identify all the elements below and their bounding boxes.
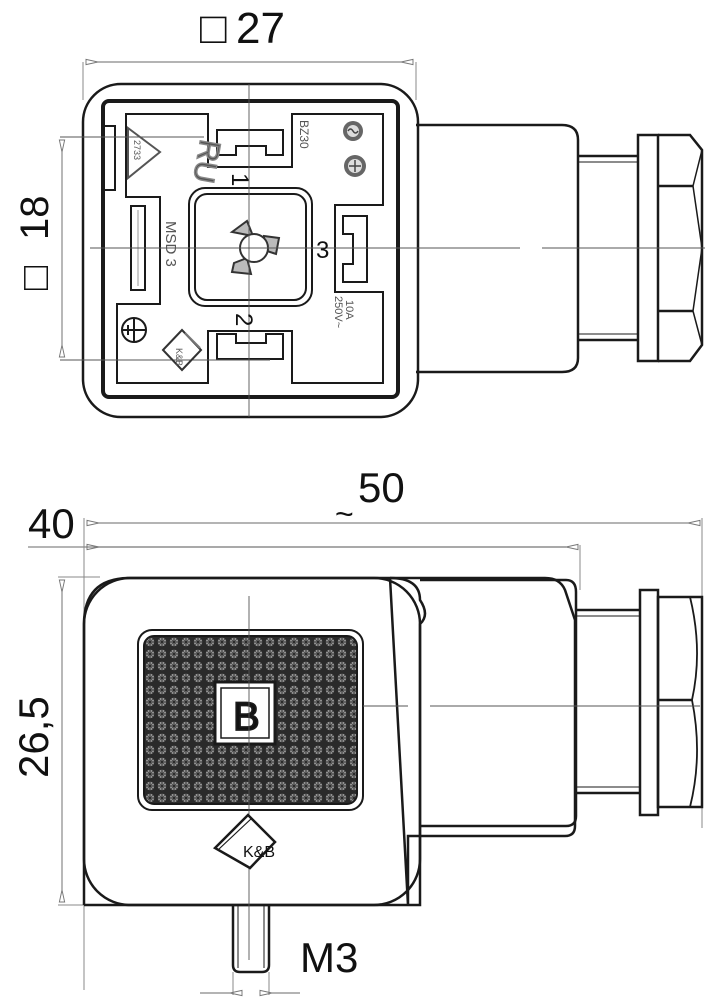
centerlines-side	[248, 596, 700, 960]
svg-text:K&B: K&B	[174, 348, 184, 366]
dimension-screw-m3: M3	[200, 934, 358, 995]
approval-seal-2-icon	[344, 155, 366, 177]
screw-head-icon	[229, 219, 281, 276]
dimension-value-50: 50	[358, 464, 405, 511]
model-marking: MSD 3	[162, 221, 179, 267]
cable-gland-side	[576, 588, 704, 817]
code-marking: BZ30	[297, 120, 311, 149]
screw-m3	[231, 905, 271, 974]
pin-number-3: 3	[316, 237, 329, 264]
current-rating: 10A	[343, 300, 355, 320]
approval-seal-icon	[343, 121, 363, 141]
housing-outer-top	[81, 82, 420, 419]
dimension-value-27: 27	[236, 4, 285, 53]
latch-tab	[103, 125, 116, 191]
contact-slot-3	[342, 215, 368, 283]
square-symbol-27: □	[200, 4, 227, 53]
side-view: ~ 50 40 26,5	[10, 464, 704, 995]
housing-body-side	[82, 576, 422, 907]
dimension-length-40: 40	[28, 500, 581, 590]
dimension-length-50: ~ 50	[83, 464, 703, 990]
svg-text:2733: 2733	[132, 140, 142, 160]
pin-number-2: 2	[230, 313, 257, 326]
dimension-contact-18: □ 18	[13, 136, 110, 361]
top-view: □ 27 □ 18	[13, 4, 705, 419]
contact-slot-2	[216, 333, 284, 360]
dimension-value-26-5: 26,5	[10, 696, 57, 778]
contact-insert-outline	[116, 113, 384, 384]
dimension-value-18: 18	[13, 196, 57, 241]
square-symbol-18: □	[13, 266, 57, 290]
label-frame	[137, 629, 364, 811]
cable-gland-top	[416, 123, 704, 374]
screw-boss-square	[188, 187, 313, 307]
ul-mark-icon: RU	[186, 137, 226, 185]
pin-number-1: 1	[226, 173, 253, 186]
voltage-rating: 250V~	[332, 296, 344, 328]
ground-symbol-icon	[121, 317, 147, 343]
svg-text:K&B: K&B	[243, 844, 275, 861]
contact-slot-1	[216, 129, 284, 156]
housing-inner-top	[101, 99, 400, 399]
label-letter: B	[233, 695, 260, 739]
dimension-value-40: 40	[28, 500, 75, 547]
approval-triangle-icon: 2733	[127, 126, 162, 181]
kb-logo-side-icon: K&B	[212, 813, 277, 870]
kb-logo-top-icon: K&B	[161, 328, 203, 372]
centerlines-top	[60, 84, 705, 417]
dimension-height-26-5: 26,5	[10, 576, 100, 906]
dimension-value-m3: M3	[300, 934, 358, 981]
dimension-width-27: □ 27	[82, 4, 417, 100]
approx-symbol: ~	[335, 496, 354, 532]
